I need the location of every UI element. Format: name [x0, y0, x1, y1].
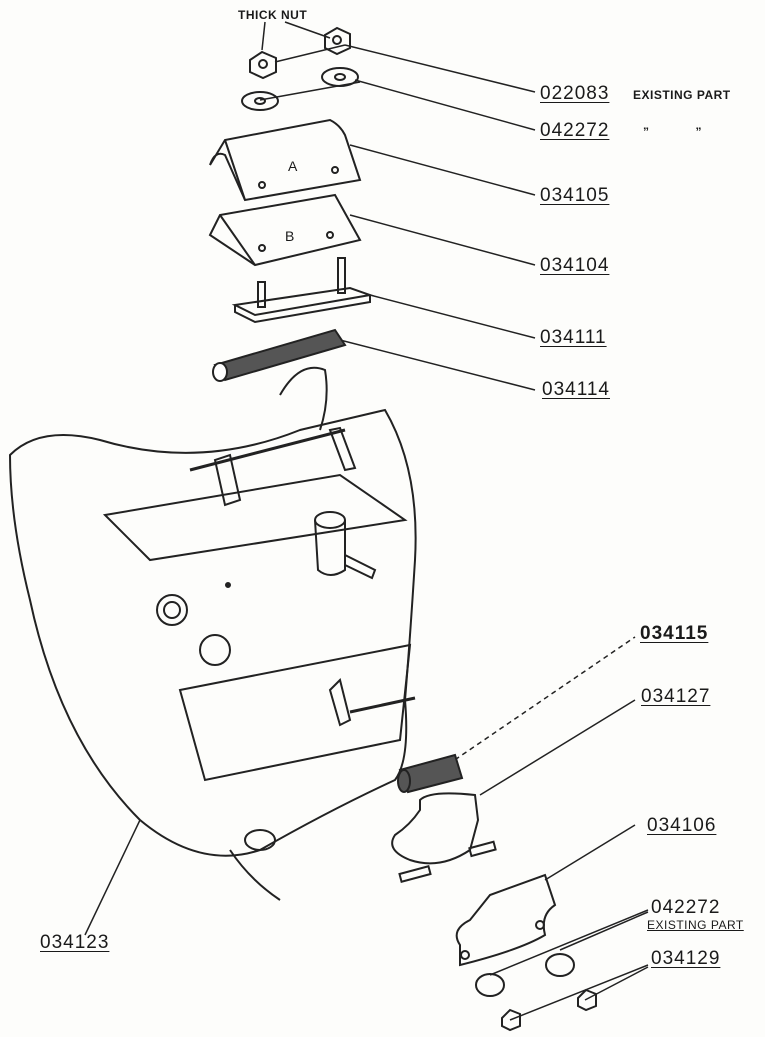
part-number-042272-bottom: 042272 [651, 897, 721, 918]
plate-a [209, 118, 362, 202]
part-number-034129: 034129 [651, 948, 721, 969]
thick-nut-callout: THICK NUT [238, 8, 308, 22]
part-number-034114: 034114 [542, 379, 610, 400]
part-number-034105: 034105 [540, 185, 610, 206]
part-number-034127: 034127 [641, 686, 711, 707]
leader-lines [84, 21, 649, 1021]
stud-plate [231, 257, 374, 324]
part-number-034115: 034115 [640, 623, 709, 644]
part-number-034104: 034104 [540, 255, 610, 276]
washer-right [321, 67, 359, 87]
lower-washer-left [475, 973, 505, 997]
tank-body [8, 366, 417, 901]
thick-nut-left [249, 50, 277, 80]
thick-nut-right [324, 26, 351, 56]
lower-spacer-tube [397, 753, 464, 794]
lower-plate-034106 [455, 873, 557, 967]
part-note-022083: EXISTING PART [633, 88, 731, 102]
lower-bracket-034127 [391, 792, 497, 883]
part-number-034106: 034106 [647, 815, 717, 836]
plate-b-letter: B [285, 228, 295, 244]
washer-left [241, 91, 279, 111]
plate-a-letter: A [288, 158, 298, 174]
spacer-tube [212, 328, 347, 382]
plate-b [208, 193, 362, 267]
part-number-042272-top: 042272 [540, 120, 610, 141]
part-note-ditto: ” ” [643, 125, 703, 139]
part-number-034111: 034111 [540, 327, 607, 348]
lower-nut-left [501, 1008, 521, 1032]
lower-washer-right [545, 953, 575, 977]
part-number-034123: 034123 [40, 932, 110, 953]
lower-nut-right [577, 988, 597, 1012]
part-number-022083: 022083 [540, 83, 610, 104]
part-note-042272-bottom: EXISTING PART [647, 918, 744, 932]
